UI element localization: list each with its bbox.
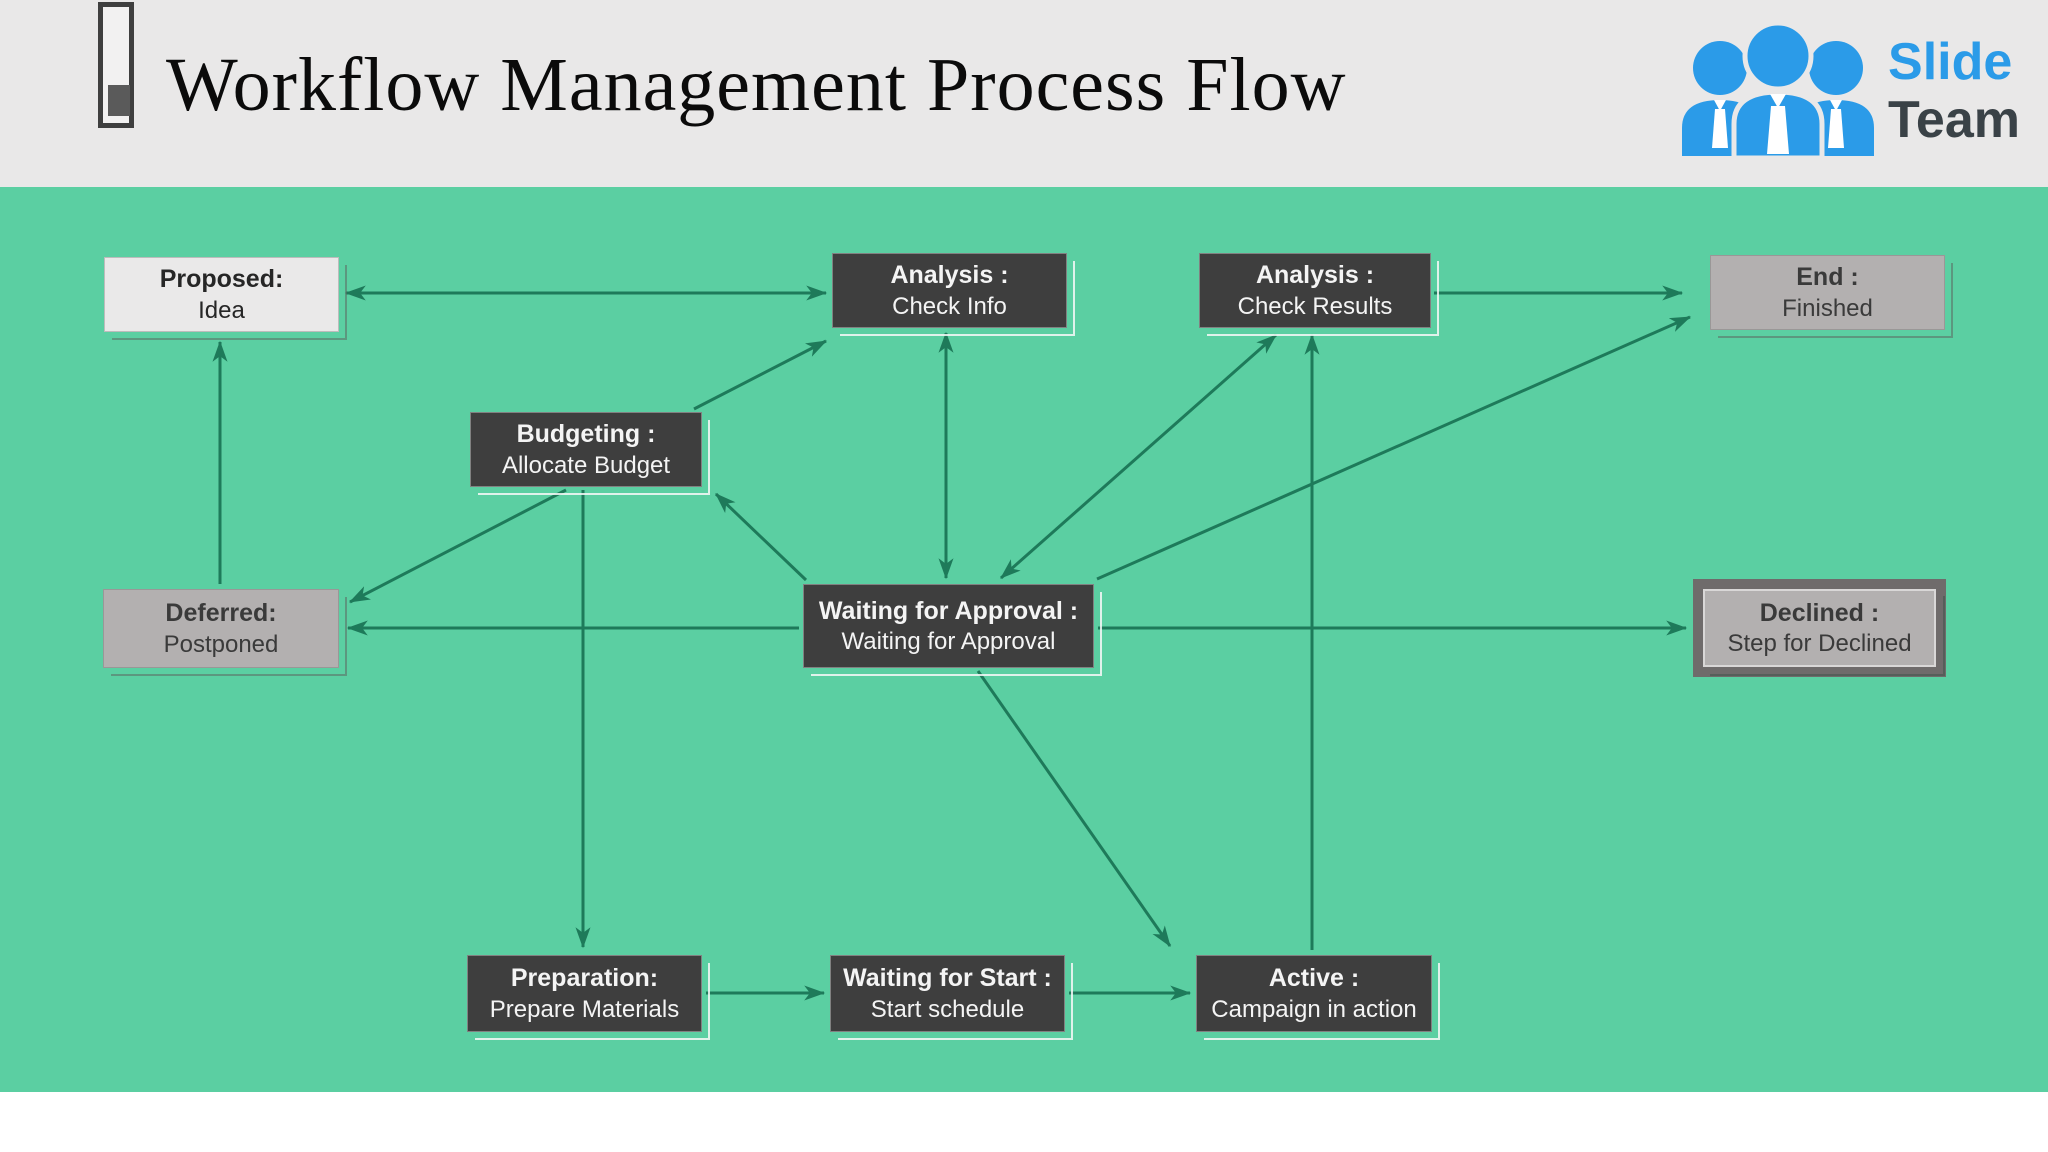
node-title: Analysis : — [1255, 261, 1375, 290]
node-subtitle: Finished — [1782, 294, 1873, 322]
node-budgeting: Budgeting : Allocate Budget — [470, 412, 710, 495]
logo-text: Slide Team — [1888, 33, 2020, 149]
slide-header: Workflow Management Process Flow — [0, 0, 2048, 187]
node-title: Preparation: — [510, 964, 659, 993]
decorative-rectangle — [98, 2, 134, 128]
node-subtitle: Idea — [198, 296, 245, 324]
decorative-square — [108, 85, 130, 116]
logo-word-team: Team — [1888, 91, 2020, 149]
node-subtitle: Waiting for Approval — [841, 628, 1056, 656]
node-waiting-for-start: Waiting for Start : Start schedule — [830, 955, 1073, 1040]
node-preparation: Preparation: Prepare Materials — [467, 955, 710, 1040]
node-waiting-for-approval: Waiting for Approval : Waiting for Appro… — [803, 584, 1102, 676]
node-title: End : — [1796, 263, 1859, 292]
node-subtitle: Step for Declined — [1727, 630, 1912, 658]
node-title: Proposed: — [159, 265, 284, 294]
node-title: Deferred: — [165, 599, 277, 628]
node-subtitle: Allocate Budget — [501, 451, 671, 479]
footer-strip — [0, 1092, 2048, 1152]
node-title: Analysis : — [890, 261, 1009, 290]
logo-word-slide: Slide — [1888, 32, 2013, 91]
node-subtitle: Check Results — [1237, 292, 1393, 320]
node-analysis-check-results: Analysis : Check Results — [1199, 253, 1439, 336]
node-analysis-check-info: Analysis : Check Info — [832, 253, 1075, 336]
team-people-icon — [1682, 20, 1875, 161]
slide-title: Workflow Management Process Flow — [166, 43, 1347, 127]
node-subtitle: Campaign in action — [1211, 995, 1417, 1023]
node-title: Waiting for Approval : — [818, 596, 1079, 625]
node-title: Active : — [1268, 964, 1360, 993]
slideteam-logo: Slide Team — [1678, 16, 2020, 166]
node-subtitle: Check Info — [892, 292, 1007, 320]
node-active: Active : Campaign in action — [1196, 955, 1440, 1040]
node-subtitle: Postponed — [163, 630, 279, 658]
node-deferred: Deferred: Postponed — [103, 589, 347, 676]
node-title: Declined : — [1759, 598, 1880, 627]
node-subtitle: Prepare Materials — [489, 995, 680, 1023]
node-proposed: Proposed: Idea — [104, 257, 347, 340]
node-title: Budgeting : — [516, 420, 656, 449]
node-title: Waiting for Start : — [843, 964, 1052, 993]
node-declined: Declined : Step for Declined — [1693, 579, 1946, 677]
node-subtitle: Start schedule — [870, 995, 1025, 1023]
node-end: End : Finished — [1710, 255, 1953, 338]
